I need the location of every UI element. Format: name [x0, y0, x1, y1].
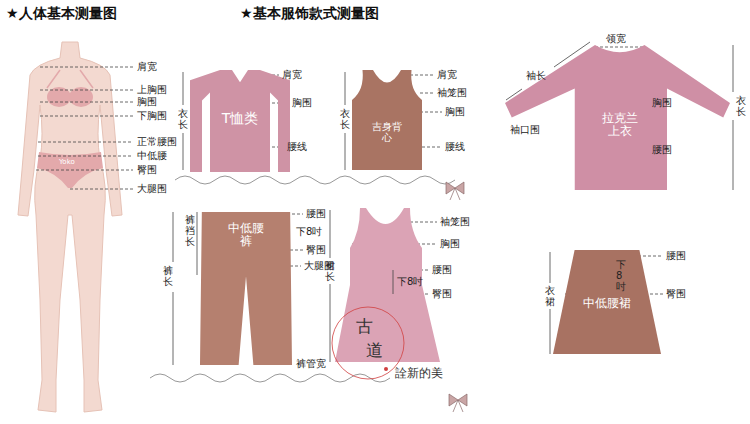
measure-label: 袖笼围: [440, 216, 470, 228]
watermark-text: 詮新的美: [395, 366, 443, 380]
measure-label: 肩宽: [137, 61, 157, 73]
watermark-text: 古: [356, 316, 373, 336]
watermark-dot: [384, 367, 388, 371]
measure-label: 衣长: [736, 95, 746, 117]
garment-shape: 中低腰裤: [200, 212, 292, 365]
garment-shape: 中低腰裙: [553, 250, 661, 354]
measure-label: 大腿围: [137, 183, 167, 195]
title: ★人体基本测量图: [6, 5, 117, 22]
measure-label: 上胸围: [137, 84, 167, 96]
garment-shape: 吉身背心: [352, 70, 422, 170]
dimension-lines: [173, 42, 733, 365]
garment-name: 吉身背心: [370, 121, 405, 143]
garment-shape: 拉克兰 上衣: [505, 45, 730, 190]
measure-label: 裤裆长: [185, 214, 195, 247]
measure-label: 腰围: [652, 144, 672, 156]
measure-label: 胸围: [652, 97, 672, 109]
measure-label: 裤长: [163, 265, 173, 287]
garment-shape: T恤类: [190, 70, 290, 172]
watermark-circle: [332, 307, 404, 379]
measure-label: 袖笼围: [437, 87, 467, 99]
garment-name: T恤类: [222, 111, 259, 126]
measure-label: 袖口围: [510, 124, 540, 136]
swirl-decoration: [150, 176, 455, 382]
garment-name: 中低腰裙: [583, 297, 631, 310]
measure-label: 下8吋: [296, 226, 322, 238]
measure-label: 裤管宽: [296, 358, 326, 370]
measure-label: 胸围: [292, 97, 312, 109]
dress-shape: [335, 208, 440, 362]
measure-label: 臀围: [432, 288, 452, 300]
watermark-text: Yoko: [59, 158, 75, 166]
measure-label: 腰线: [287, 141, 307, 153]
measure-label: 腰围: [306, 208, 326, 220]
measure-label: 胸围: [440, 238, 460, 250]
measure-label: 下8吋: [397, 276, 423, 288]
watermark-text: 道: [366, 340, 383, 360]
measure-label: 袖长: [526, 70, 546, 82]
measure-label: 领宽: [606, 33, 626, 45]
measure-label: 中低腰: [137, 150, 167, 162]
measure-label: 腰围: [666, 250, 686, 262]
garment-outline: [352, 70, 422, 170]
measure-label: 下胸围: [137, 110, 167, 122]
measure-label: 衣长: [340, 108, 350, 130]
measure-label: 腰围: [432, 264, 452, 276]
measure-label: 肩宽: [282, 69, 302, 81]
measure-label: 臀围: [306, 244, 326, 256]
measure-label: 衣裙: [545, 285, 555, 307]
measure-label: 臀围: [666, 288, 686, 300]
measure-label: 肩宽: [437, 69, 457, 81]
measure-label: 正常腰围: [137, 136, 177, 148]
garment-name: 中低腰裤: [223, 222, 269, 248]
measure-label: 裙长: [325, 260, 335, 282]
measure-label: 臀围: [137, 164, 157, 176]
body-figure: [18, 42, 122, 412]
measure-label: 下8吋: [616, 259, 626, 292]
section-heading: ★基本服饰款式测量图: [240, 5, 379, 22]
measure-label: 胸围: [137, 96, 157, 108]
measure-label: 衣长: [178, 108, 188, 130]
measure-label: 腰线: [445, 141, 465, 153]
garment-name: 拉克兰 上衣: [600, 112, 640, 138]
measure-label: 胸围: [445, 106, 465, 118]
